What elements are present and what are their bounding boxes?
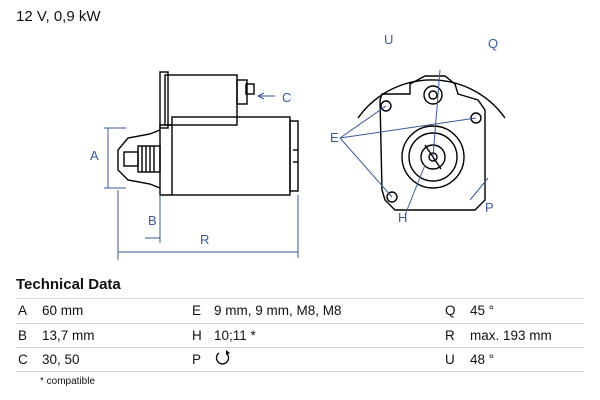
divider bbox=[16, 371, 584, 372]
technical-data-heading: Technical Data bbox=[16, 276, 121, 293]
spec-value: 48 ° bbox=[470, 352, 495, 367]
solenoid-cap bbox=[159, 71, 169, 129]
motor-body bbox=[171, 116, 291, 196]
spec-key: C bbox=[18, 352, 28, 367]
dim-label-a: A bbox=[90, 148, 99, 163]
technical-drawing: A B C E H P Q R U bbox=[90, 32, 506, 260]
dim-label-c: C bbox=[282, 90, 291, 105]
divider bbox=[16, 323, 584, 324]
dim-label-r: R bbox=[200, 232, 209, 247]
spec-value: 60 mm bbox=[42, 303, 84, 318]
spec-key: B bbox=[18, 328, 28, 343]
spec-key: R bbox=[445, 328, 455, 343]
mount-hole-top-right bbox=[470, 112, 482, 124]
rotation-direction bbox=[214, 350, 232, 366]
shaft-center bbox=[420, 144, 446, 170]
dim-label-q: Q bbox=[488, 36, 498, 51]
clockwise-rotation-icon bbox=[214, 350, 232, 366]
spec-value: 45 ° bbox=[470, 303, 495, 318]
dim-label-b: B bbox=[148, 213, 157, 228]
spec-value: 13,7 mm bbox=[42, 328, 95, 343]
spec-key: P bbox=[192, 352, 202, 367]
divider bbox=[16, 298, 584, 299]
spec-value: 10;11 * bbox=[214, 328, 256, 343]
spec-key: U bbox=[445, 352, 455, 367]
dim-label-h: H bbox=[398, 210, 407, 225]
footnote: * compatible bbox=[40, 376, 96, 387]
dim-label-u: U bbox=[384, 32, 393, 47]
spec-value: 30, 50 bbox=[42, 352, 80, 367]
divider bbox=[16, 347, 584, 348]
starter-motor-drawing: A B C E H P Q R U bbox=[90, 32, 506, 260]
dim-label-p: P bbox=[485, 200, 494, 215]
spec-key: Q bbox=[445, 303, 456, 318]
product-title: 12 V, 0,9 kW bbox=[16, 8, 101, 25]
dim-label-e: E bbox=[330, 130, 339, 145]
spec-key: A bbox=[18, 303, 28, 318]
spec-key: E bbox=[192, 303, 202, 318]
spec-value: max. 193 mm bbox=[470, 328, 552, 343]
mount-hole-top-left bbox=[380, 100, 392, 112]
flange-outer-ring bbox=[401, 125, 465, 189]
spec-key: H bbox=[192, 328, 202, 343]
spec-value: 9 mm, 9 mm, M8, M8 bbox=[214, 303, 342, 318]
mount-hole-bottom bbox=[386, 191, 398, 203]
angle-arc bbox=[357, 79, 506, 119]
flange-outline bbox=[379, 75, 486, 211]
